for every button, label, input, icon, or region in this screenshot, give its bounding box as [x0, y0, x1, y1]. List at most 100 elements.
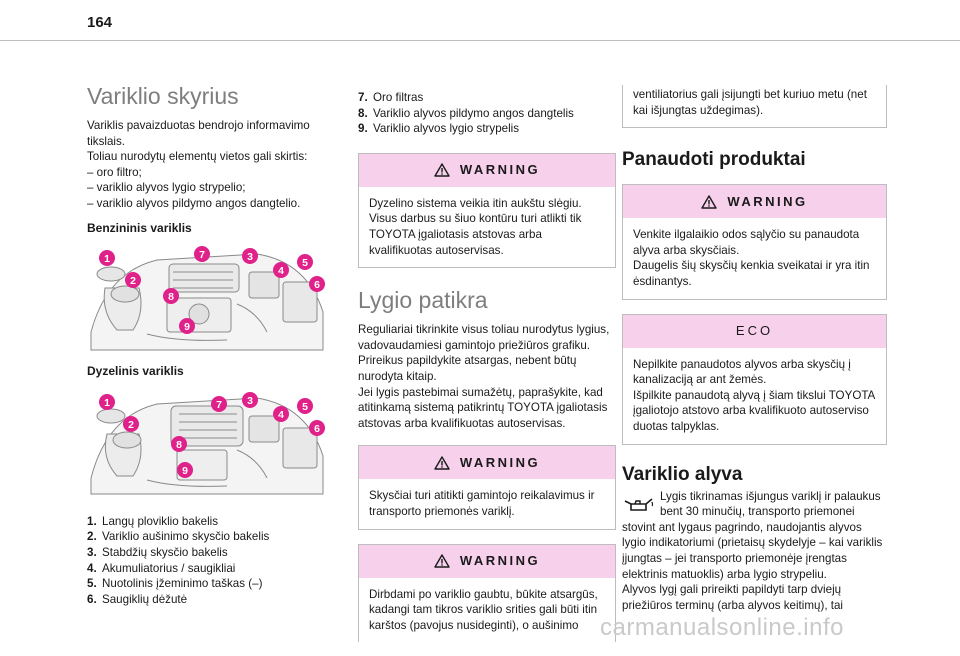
- warning-text: Venkite ilgalaikio odos sąlyčio su panau…: [633, 228, 870, 288]
- list-item: 4. Akumuliatorius / saugikliai: [87, 561, 327, 577]
- callout-number: 8: [168, 291, 174, 303]
- engine-oil-section: Lygis tikrinamas išjungus variklį ir pal…: [622, 489, 887, 614]
- warning-header: WARNING: [623, 185, 886, 219]
- callout-number: 7: [216, 399, 222, 411]
- warning-label: WARNING: [459, 455, 541, 471]
- list-item: 3. Stabdžių skysčio bakelis: [87, 545, 327, 561]
- callout-marker: [242, 391, 258, 408]
- warning-header: WARNING: [359, 446, 615, 480]
- list-item-number: 2.: [87, 530, 97, 544]
- callout-marker: [211, 395, 227, 412]
- callout-number: 8: [176, 439, 182, 451]
- petrol-engine-illustration: 1 2 7 3 4 56 8 9: [90, 246, 325, 351]
- callout-marker: [297, 254, 313, 271]
- callout-number: 4: [278, 409, 284, 421]
- list-item: 8. Variklio alyvos pildymo angos dangteli…: [358, 106, 616, 122]
- list-item-number: 8.: [358, 106, 368, 120]
- list-item-text: Variklio alyvos lygio strypelis: [373, 122, 520, 136]
- warning-box-diesel-pressure: WARNING Dyzelino sistema veikia itin auk…: [358, 152, 616, 269]
- list-item: 9. Variklio alyvos lygio strypelis: [358, 121, 616, 137]
- column-middle: 7. Oro filtras 8. Variklio alyvos pildymo a…: [358, 90, 616, 656]
- warning-text-continued: ventiliatorius gali įsijungti bet kuriuo…: [633, 88, 867, 117]
- list-item-number: 6.: [87, 592, 97, 606]
- level-check-text: Reguliariai tikrinkite visus toliau nuro…: [358, 323, 610, 430]
- callout-marker: [309, 419, 325, 436]
- warning-box-continued: ventiliatorius gali įsijungti bet kuriuo…: [622, 85, 887, 129]
- list-item-text: Nuotolinis įžeminimo taškas (–): [102, 577, 263, 591]
- callout-number: 1: [104, 253, 110, 265]
- eco-box: ECO Nepilkite panaudotos alyvos arba sky…: [622, 313, 887, 445]
- callout-number: 3: [247, 395, 253, 407]
- callout-number: 7: [199, 249, 205, 261]
- callout-number: 9: [184, 321, 190, 333]
- list-item-text: Saugiklių dėžutė: [102, 592, 188, 606]
- callout-marker: [297, 397, 313, 414]
- callout-marker: [273, 405, 289, 422]
- engine-oil-text: Lygis tikrinamas išjungus variklį ir pal…: [622, 489, 883, 612]
- callout-marker: [99, 393, 115, 410]
- callout-marker: [273, 262, 289, 279]
- list-item-text: Stabdžių skysčio bakelis: [102, 545, 228, 559]
- eco-text: Nepilkite panaudotos alyvos arba skysčių…: [633, 357, 875, 433]
- warning-text: Skysčiai turi atitikti gamintojo reikala…: [369, 489, 595, 518]
- column-left: Variklio skyrius Variklis pavaizduotas b…: [87, 82, 327, 607]
- page-number: 164: [87, 14, 113, 31]
- callout-marker: [309, 276, 325, 293]
- column-right: ventiliatorius gali įsijungti bet kuriuo…: [622, 85, 887, 613]
- list-item-number: 7.: [358, 91, 368, 104]
- callout-marker: [177, 461, 193, 478]
- section-title-engine-oil: Variklio alyva: [622, 463, 743, 485]
- callout-number: 5: [302, 401, 308, 413]
- callout-marker: [99, 250, 115, 267]
- header-divider: [0, 40, 960, 41]
- list-item-number: 3.: [87, 545, 97, 559]
- callout-marker: [123, 415, 139, 432]
- callout-number: 6: [314, 279, 320, 291]
- warning-triangle-icon: [434, 456, 450, 470]
- component-list-7-9: 7. Oro filtras 8. Variklio alyvos pildymo a…: [358, 90, 616, 137]
- warning-header: WARNING: [359, 544, 615, 578]
- eco-header: ECO: [623, 314, 886, 348]
- warning-triangle-icon: [434, 163, 450, 177]
- callout-marker: [171, 435, 187, 452]
- list-item: 7. Oro filtras: [358, 90, 616, 106]
- list-item: 6. Saugiklių dėžutė: [87, 592, 327, 608]
- list-item-text: Akumuliatorius / saugikliai: [102, 561, 236, 575]
- warning-triangle-icon: [434, 554, 450, 568]
- warning-box-hot-engine: WARNING Dirbdami po variklio gaubtu, būk…: [358, 543, 616, 643]
- list-item: 1. Langų ploviklio bakelis: [87, 514, 327, 530]
- callout-marker: [125, 272, 141, 289]
- callout-number: 3: [247, 251, 253, 263]
- list-item: 5.Nuotolinis įžeminimo taškas (–): [87, 576, 327, 592]
- list-item-number: 4.: [87, 561, 97, 575]
- callout-marker: [194, 246, 210, 263]
- list-item-text: Oro filtras: [373, 91, 424, 104]
- warning-box-skin-contact: WARNING Venkite ilgalaikio odos sąlyčio …: [622, 184, 887, 300]
- intro-text: Variklis pavaizduotas bendrojo informavi…: [87, 119, 310, 210]
- warning-box-fluids: WARNING Skysčiai turi atitikti gamintojo…: [358, 445, 616, 530]
- petrol-engine-label: Benzininis variklis: [87, 220, 192, 235]
- list-item-number: 1.: [87, 514, 97, 528]
- watermark-text: carmanualsonline.info: [600, 614, 844, 641]
- warning-text: Dyzelino sistema veikia itin aukštu slėg…: [369, 196, 582, 257]
- callout-number: 2: [128, 419, 134, 431]
- list-item-number: 9.: [358, 122, 368, 136]
- section-title-level-check: Lygio patikra: [358, 287, 488, 314]
- section-title-used-products: Panaudoti produktai: [622, 149, 806, 171]
- warning-label: WARNING: [459, 162, 541, 178]
- callout-number: 1: [104, 397, 110, 409]
- warning-label: WARNING: [727, 193, 808, 209]
- warning-text: Dirbdami po variklio gaubtu, būkite atsa…: [369, 587, 598, 632]
- list-item-text: Langų ploviklio bakelis: [102, 514, 219, 528]
- callout-number: 2: [130, 275, 136, 287]
- diesel-engine-label: Dyzelinis variklis: [87, 364, 184, 379]
- callout-number: 5: [302, 257, 308, 269]
- callout-marker: [179, 318, 195, 335]
- callout-number: 4: [278, 265, 284, 277]
- warning-triangle-icon: [701, 194, 718, 209]
- list-item-text: Variklio alyvos pildymo angos dangtelis: [373, 106, 574, 120]
- callout-number: 9: [182, 465, 188, 477]
- callout-marker: [242, 248, 258, 265]
